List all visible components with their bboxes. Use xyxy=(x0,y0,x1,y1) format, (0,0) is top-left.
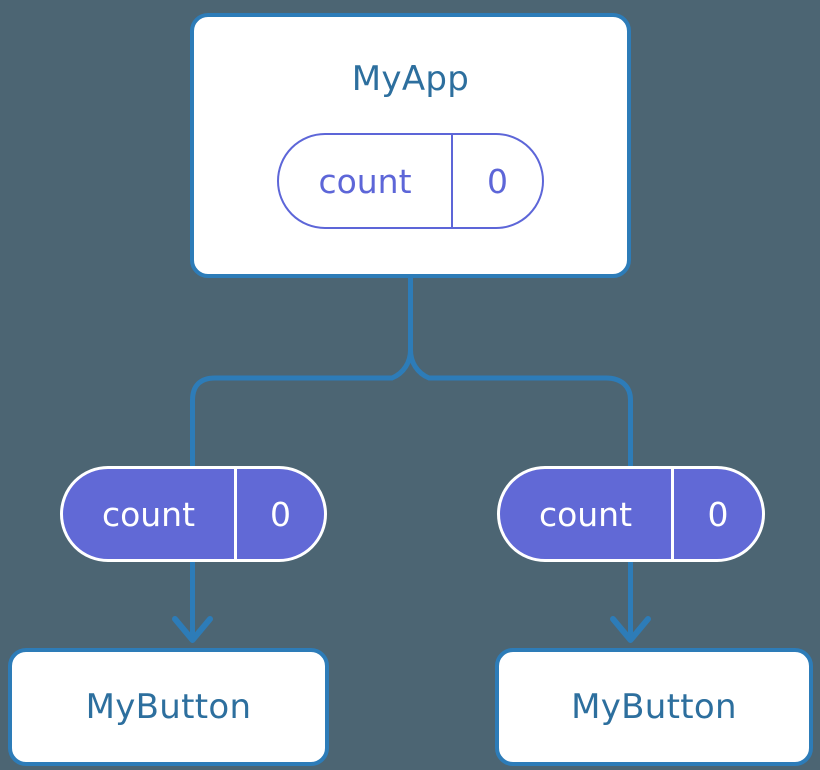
state-value-label: 0 xyxy=(234,469,324,559)
state-pill-child-0[interactable]: count 0 xyxy=(60,466,327,562)
component-title-mybutton: MyButton xyxy=(571,687,737,727)
component-box-mybutton-1[interactable]: MyButton xyxy=(495,648,813,766)
state-key-label: count xyxy=(318,161,412,201)
state-pill-myapp[interactable]: count 0 xyxy=(277,133,544,229)
component-title-myapp: MyApp xyxy=(351,59,470,99)
state-value-label: 0 xyxy=(451,135,542,227)
arrow-head-down-left-icon xyxy=(172,616,213,643)
state-value-label: 0 xyxy=(671,469,762,559)
state-pill-child-1[interactable]: count 0 xyxy=(497,466,765,562)
arrow-head-down-right-icon xyxy=(610,616,651,643)
component-box-mybutton-0[interactable]: MyButton xyxy=(8,648,329,766)
state-key-label: count xyxy=(538,494,633,534)
connector-branch-right xyxy=(408,349,633,474)
connector-branch-left xyxy=(190,349,413,474)
state-key-label: count xyxy=(101,494,196,534)
component-title-mybutton: MyButton xyxy=(85,687,252,727)
